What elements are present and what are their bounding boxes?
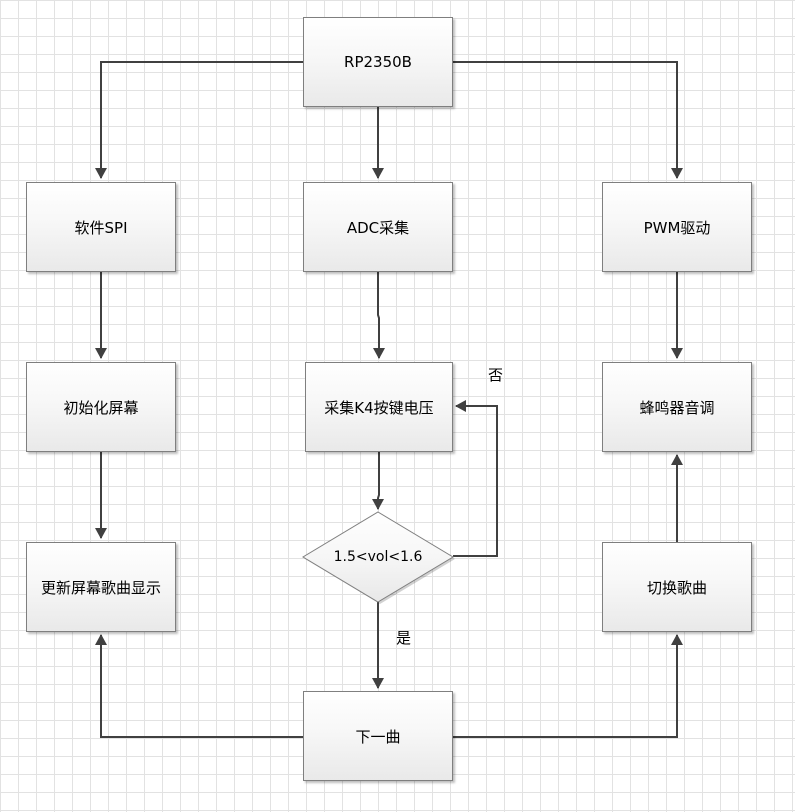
node-rp2350b: RP2350B	[303, 17, 453, 107]
edge-rp-to-pwm	[453, 61, 683, 179]
edge-next-to-switch	[453, 634, 683, 738]
edge-sample-to-decision	[372, 452, 384, 510]
node-buzzer-tone: 蜂鸣器音调	[602, 362, 752, 452]
edge-next-to-update	[95, 634, 303, 738]
node-soft-spi: 软件SPI	[26, 182, 176, 272]
node-init-screen: 初始化屏幕	[26, 362, 176, 452]
node-pwm: PWM驱动	[602, 182, 752, 272]
edge-rp-to-spi	[95, 61, 303, 179]
node-update-display: 更新屏幕歌曲显示	[26, 542, 176, 632]
edge-decision-no-loop	[453, 400, 498, 557]
edge-label-yes: 是	[396, 629, 412, 647]
edge-label-no: 否	[488, 366, 504, 384]
edge-adc-to-sample	[373, 272, 385, 359]
decision-diamond	[302, 511, 454, 603]
node-adc: ADC采集	[303, 182, 453, 272]
node-sample-k4: 采集K4按键电压	[305, 362, 453, 452]
node-switch-song: 切换歌曲	[602, 542, 752, 632]
decision-label: 1.5<vol<1.6	[333, 549, 423, 565]
node-next-song: 下一曲	[303, 691, 453, 781]
